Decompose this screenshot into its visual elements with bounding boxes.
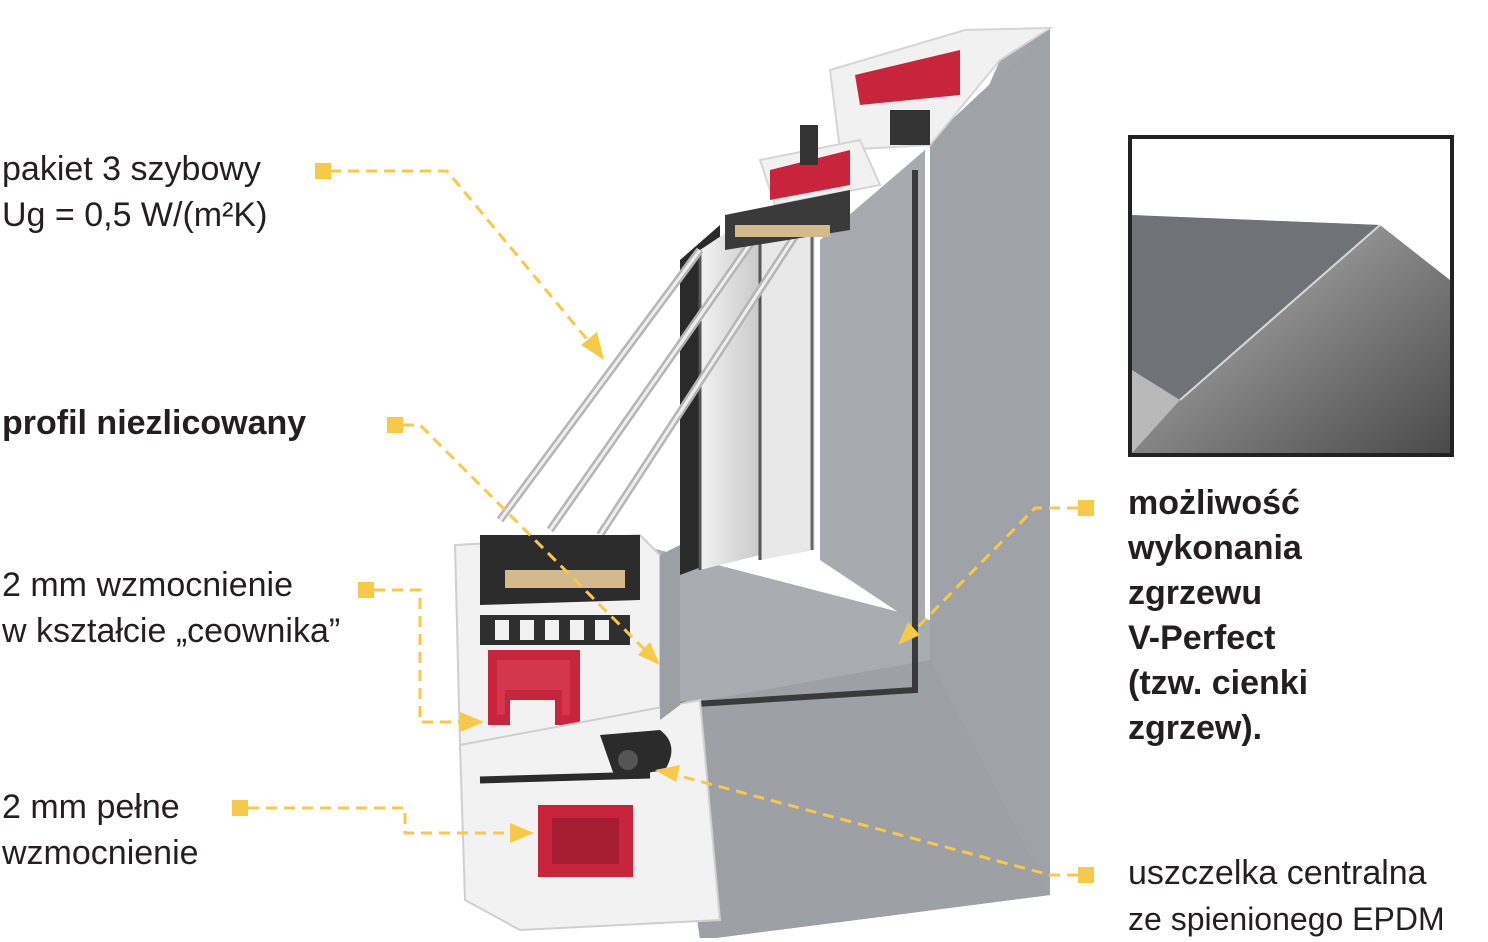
- outer-frame: [640, 28, 1050, 938]
- arrow-full: [510, 823, 534, 843]
- bottom-profile-section: [453, 533, 722, 932]
- label-central-seal: uszczelka centralna ze spienionego EPDM: [1128, 850, 1445, 942]
- label-vperfect: możliwość wykonania zgrzewu V-Perfect (t…: [1128, 481, 1308, 751]
- label-vperfect-line3: zgrzewu: [1128, 574, 1263, 612]
- leader-profile: [403, 423, 657, 662]
- marker-glazing: [315, 163, 331, 179]
- label-full-line2: wzmocnienie: [2, 834, 199, 872]
- leader-glazing: [330, 169, 602, 356]
- label-markers: [232, 163, 1094, 883]
- label-seal-line2: ze spienionego EPDM: [1128, 901, 1445, 937]
- marker-full: [232, 800, 248, 816]
- leader-arrowheads: [460, 332, 920, 843]
- label-glazing: pakiet 3 szybowy Ug = 0,5 W/(m²K): [2, 146, 267, 238]
- label-full-reinforcement: 2 mm pełne wzmocnienie: [2, 784, 199, 876]
- label-vperfect-line4: V-Perfect: [1128, 619, 1276, 657]
- label-channel-line2: w kształcie „ceownika”: [2, 612, 341, 650]
- label-profile-line1: profil niezlicowany: [2, 404, 307, 442]
- label-full-line1: 2 mm pełne: [2, 788, 180, 826]
- top-profile-section: [725, 26, 1054, 250]
- label-channel-line1: 2 mm wzmocnienie: [2, 566, 293, 604]
- arrow-profile: [638, 642, 660, 665]
- label-vperfect-line5: (tzw. cienki: [1128, 664, 1309, 702]
- label-vperfect-line1: możliwość: [1128, 484, 1300, 522]
- label-profile: profil niezlicowany: [2, 400, 306, 446]
- marker-vperfect: [1078, 500, 1094, 516]
- label-vperfect-line6: zgrzew).: [1128, 709, 1263, 747]
- arrow-seal: [655, 765, 680, 782]
- leader-channel: [374, 588, 470, 724]
- triple-glazing: [496, 200, 816, 575]
- marker-channel: [358, 582, 374, 598]
- label-glazing-line1: pakiet 3 szybowy: [2, 150, 261, 188]
- leader-lines: [248, 169, 1078, 877]
- arrow-vperfect: [898, 622, 920, 645]
- arrow-channel: [460, 712, 484, 732]
- label-channel-reinforcement: 2 mm wzmocnienie w kształcie „ceownika”: [2, 562, 340, 654]
- label-vperfect-line2: wykonania: [1128, 529, 1302, 567]
- v-perfect-inset-photo: [1128, 135, 1454, 457]
- label-seal-line1: uszczelka centralna: [1128, 854, 1427, 892]
- leader-full: [248, 806, 520, 835]
- leader-seal: [664, 770, 1078, 877]
- marker-seal: [1078, 867, 1094, 883]
- arrow-glazing: [581, 332, 604, 360]
- leader-vperfect: [903, 506, 1078, 642]
- marker-profile: [387, 417, 403, 433]
- label-glazing-line2: Ug = 0,5 W/(m²K): [2, 196, 268, 234]
